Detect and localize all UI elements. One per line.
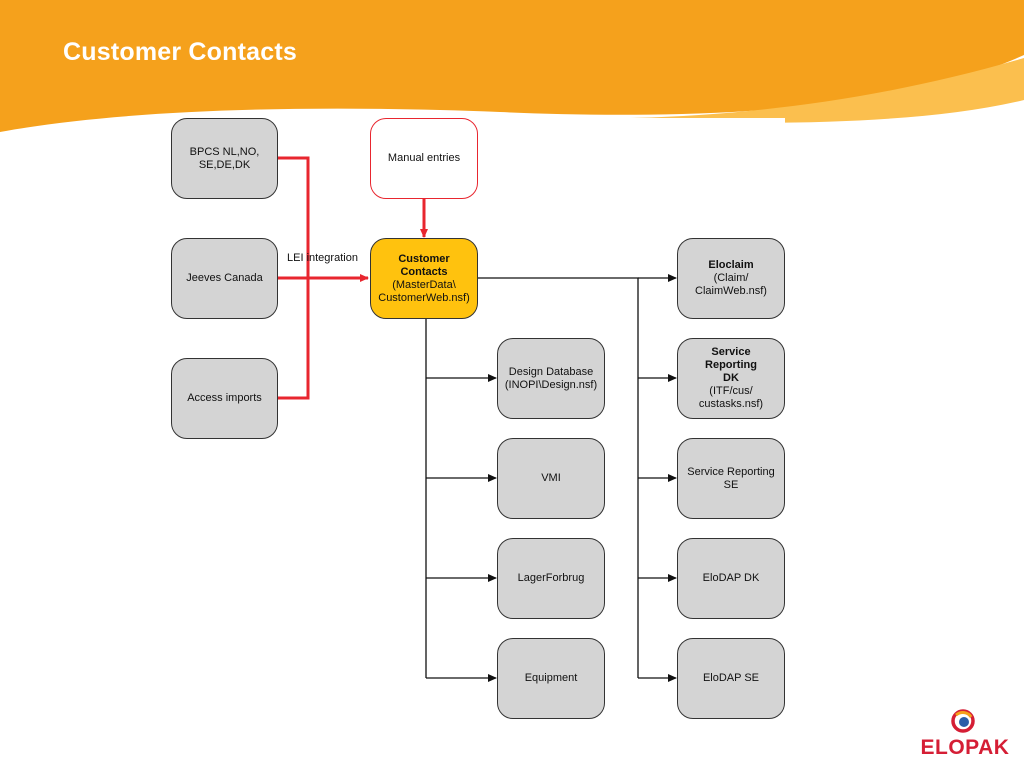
node-customer-title1: Customer [398, 252, 450, 265]
node-customer-line2: CustomerWeb.nsf) [378, 291, 470, 304]
node-lager-line1: LagerForbrug [517, 572, 585, 584]
node-service-reporting-se: Service Reporting SE [677, 438, 785, 519]
node-lagerforbrug: LagerForbrug [497, 538, 605, 619]
node-eloclaim: Eloclaim (Claim/ ClaimWeb.nsf) [677, 238, 785, 319]
node-servse-line2: SE [723, 478, 739, 491]
elopak-logo-text: ELOPAK [920, 736, 1010, 759]
node-servdk-line1: (ITF/cus/ [709, 385, 753, 397]
black-outgoing-links [425, 274, 677, 682]
lei-integration-label: LEI integration [287, 252, 358, 264]
node-design-database: Design Database (INOPI\Design.nsf) [497, 338, 605, 419]
node-elodapdk-line1: EloDAP DK [702, 572, 760, 584]
node-service-reporting-dk: Service Reporting DK (ITF/cus/ custasks.… [677, 338, 785, 419]
node-jeeves-canada: Jeeves Canada [171, 238, 278, 319]
node-eloclaim-line1: (Claim/ [713, 272, 749, 284]
node-servdk-line2: custasks.nsf) [698, 398, 764, 410]
node-customer-title2: Contacts [400, 265, 448, 278]
node-design-line2: (INOPI\Design.nsf) [504, 378, 598, 391]
node-access-line1: Access imports [187, 392, 262, 404]
elopak-logo: ELOPAK [915, 706, 1015, 762]
node-servdk-title2: Reporting [705, 359, 757, 371]
node-equipment: Equipment [497, 638, 605, 719]
node-vmi: VMI [497, 438, 605, 519]
node-bpcs-line2: SE,DE,DK [198, 158, 251, 171]
node-vmi-line1: VMI [541, 472, 561, 484]
slide-title: Customer Contacts [63, 38, 297, 66]
node-eloclaim-line2: ClaimWeb.nsf) [695, 285, 767, 297]
node-servdk-title1: Service [711, 346, 751, 358]
node-jeeves-line1: Jeeves Canada [186, 272, 263, 284]
node-manual-line1: Manual entries [387, 152, 461, 164]
node-elodap-se: EloDAP SE [677, 638, 785, 719]
node-eloclaim-title: Eloclaim [708, 259, 754, 271]
node-elodap-dk: EloDAP DK [677, 538, 785, 619]
node-access-imports: Access imports [171, 358, 278, 439]
node-bpcs-line1: BPCS NL,NO, [189, 145, 260, 158]
node-elodapse-line1: EloDAP SE [702, 672, 760, 684]
node-customer-line1: (MasterData\ [392, 278, 456, 291]
node-equipment-line1: Equipment [524, 672, 578, 684]
node-bpcs: BPCS NL,NO, SE,DE,DK [171, 118, 278, 199]
node-servdk-title3: DK [723, 372, 739, 384]
node-customer-contacts: Customer Contacts (MasterData\ CustomerW… [370, 238, 478, 319]
elopak-logo-icon [951, 709, 975, 733]
node-manual-entries: Manual entries [370, 118, 478, 199]
node-design-line1: Design Database [508, 365, 594, 378]
node-servse-line1: Service Reporting [687, 465, 775, 478]
red-integration-links [277, 156, 428, 400]
